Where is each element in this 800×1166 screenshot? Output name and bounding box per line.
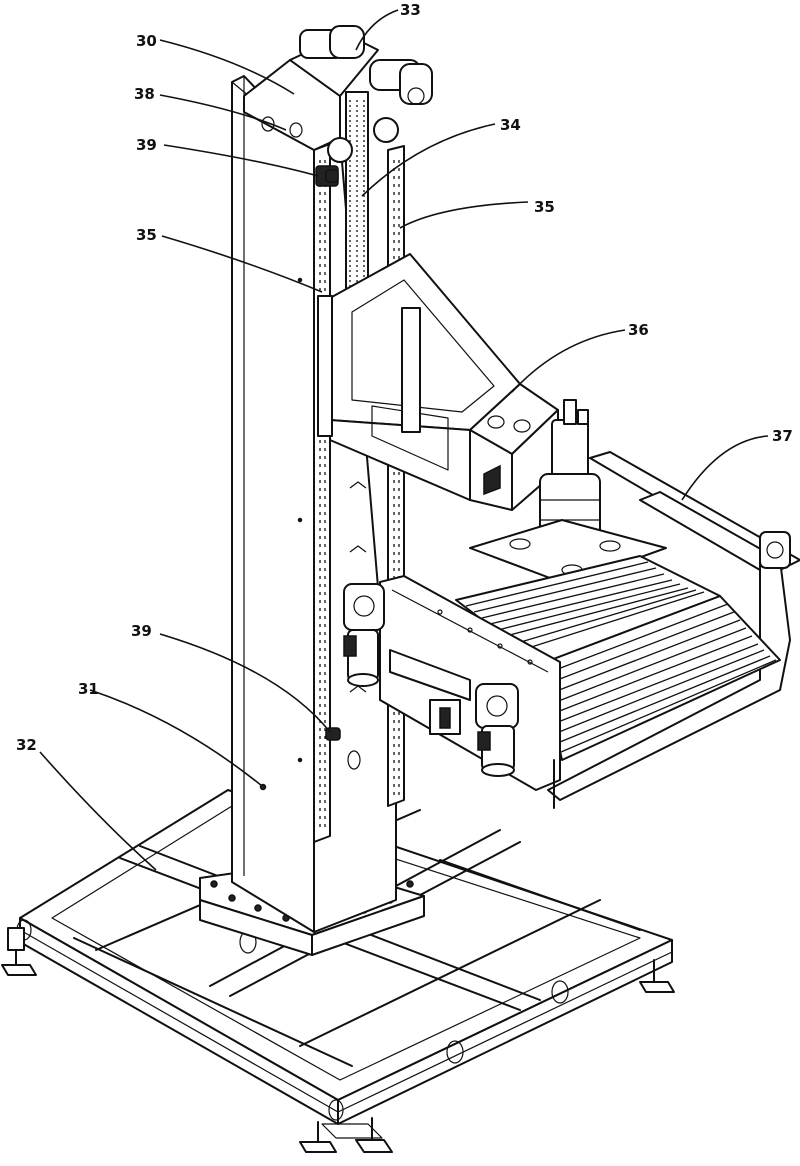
foot — [1, 927, 37, 976]
leader-37 — [681, 435, 769, 501]
leveling-feet — [1, 927, 675, 1153]
callout-35-left: 35 — [136, 226, 157, 244]
gripper-frame — [343, 451, 800, 809]
callout-33: 33 — [400, 1, 421, 19]
leader-30 — [159, 39, 295, 95]
foot — [299, 1117, 393, 1153]
leader-35-right — [399, 201, 529, 229]
leader-34 — [361, 123, 496, 197]
callout-36: 36 — [628, 321, 649, 339]
callout-leaders — [39, 9, 769, 871]
roller-bed — [455, 555, 781, 761]
servo-motor-left — [343, 583, 385, 687]
leader-39-top — [163, 144, 319, 177]
frame-hole — [551, 980, 569, 1004]
leader-35-left — [161, 235, 323, 293]
callout-30: 30 — [136, 32, 157, 50]
frame-hole — [446, 1040, 464, 1064]
leader-33 — [355, 9, 399, 51]
leader-36 — [511, 329, 626, 393]
leader-38 — [159, 94, 287, 131]
callout-38: 38 — [134, 85, 155, 103]
leader-39-bottom — [159, 633, 331, 733]
callout-39-top: 39 — [136, 136, 157, 154]
callout-37: 37 — [772, 427, 793, 445]
callout-32: 32 — [16, 736, 37, 754]
foot — [639, 959, 675, 993]
frame-hole — [328, 1099, 344, 1121]
callout-39-bottom: 39 — [131, 622, 152, 640]
leader-32 — [39, 751, 157, 871]
callout-34: 34 — [500, 116, 521, 134]
upper-sensor-bracket — [325, 169, 339, 183]
callout-31: 31 — [78, 680, 99, 698]
servo-motor-right — [475, 683, 519, 777]
vertical-column — [231, 75, 405, 933]
leader-31 — [89, 689, 263, 787]
callout-labels: 30 33 38 39 34 35 35 36 37 39 31 32 — [16, 1, 793, 754]
cantilever-arm — [317, 253, 559, 511]
callout-35-right: 35 — [534, 198, 555, 216]
